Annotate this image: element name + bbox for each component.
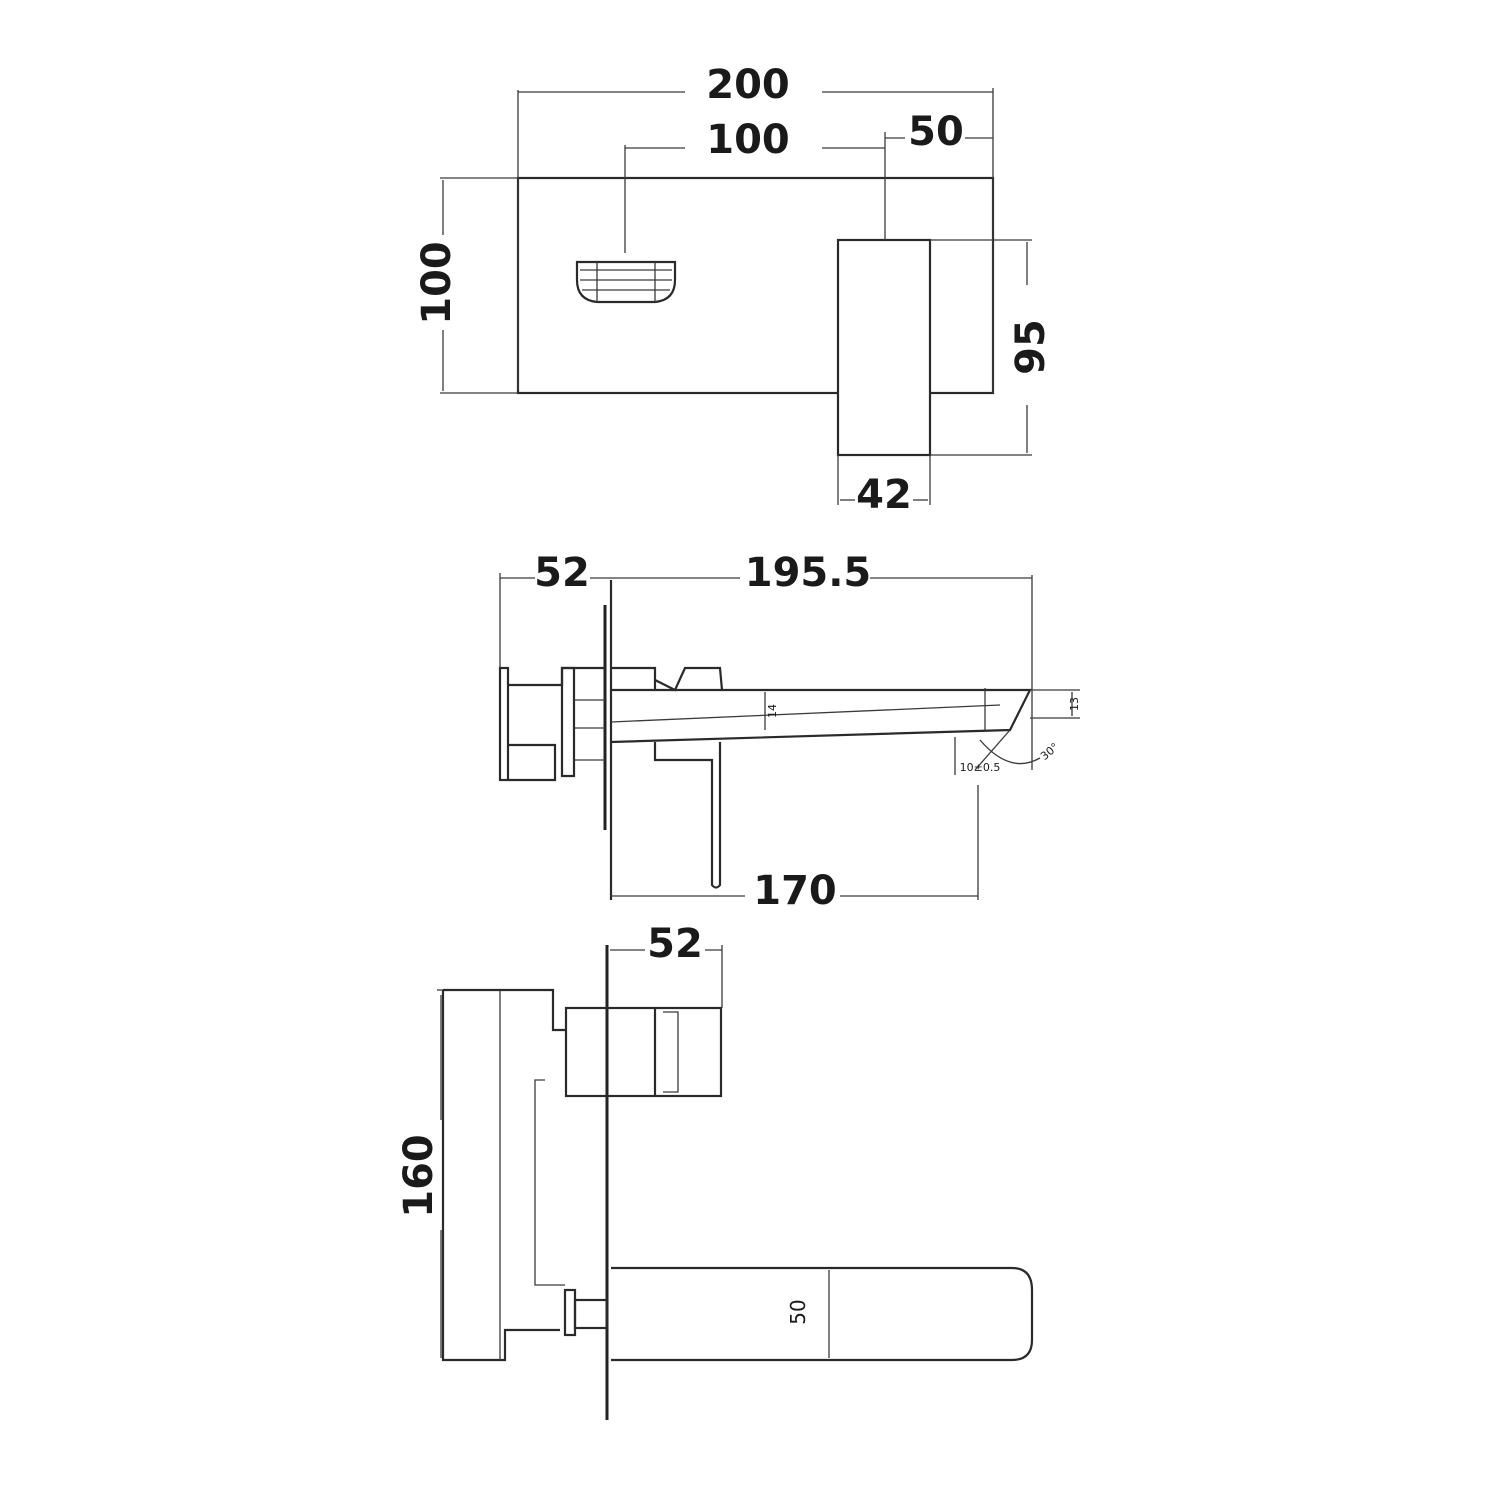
dim-spout-thickness: 14	[766, 704, 779, 718]
dim-body-depth: 52	[534, 550, 590, 596]
dim-handle-height: 95	[1008, 319, 1054, 375]
dim-plate-height: 100	[414, 241, 460, 325]
dim-spout-width: 50	[786, 1299, 810, 1324]
dim-spout-projection: 195.5	[745, 550, 872, 596]
spout-outlet-icon	[575, 260, 677, 304]
dim-overall-width: 200	[706, 62, 790, 108]
handle	[836, 238, 932, 457]
dim-spout-reach: 170	[753, 868, 837, 914]
dim-outlet-height: 13	[1068, 697, 1081, 711]
side-view: 52 195.5 170 14 13 30° 10±0.5	[498, 550, 1081, 914]
front-view: 200 100 50 100 95 42	[414, 62, 1054, 518]
top-view: 52 160 50	[396, 921, 1034, 1420]
dim-outlet-size: 10±0.5	[960, 761, 1001, 774]
dim-overall-height: 160	[396, 1134, 442, 1218]
dim-outlet-angle: 30°	[1038, 740, 1061, 762]
dim-handle-depth: 52	[647, 921, 703, 967]
dim-handle-width: 42	[856, 472, 912, 518]
dim-handle-offset: 50	[908, 109, 964, 155]
dim-spout-to-handle: 100	[706, 117, 790, 163]
